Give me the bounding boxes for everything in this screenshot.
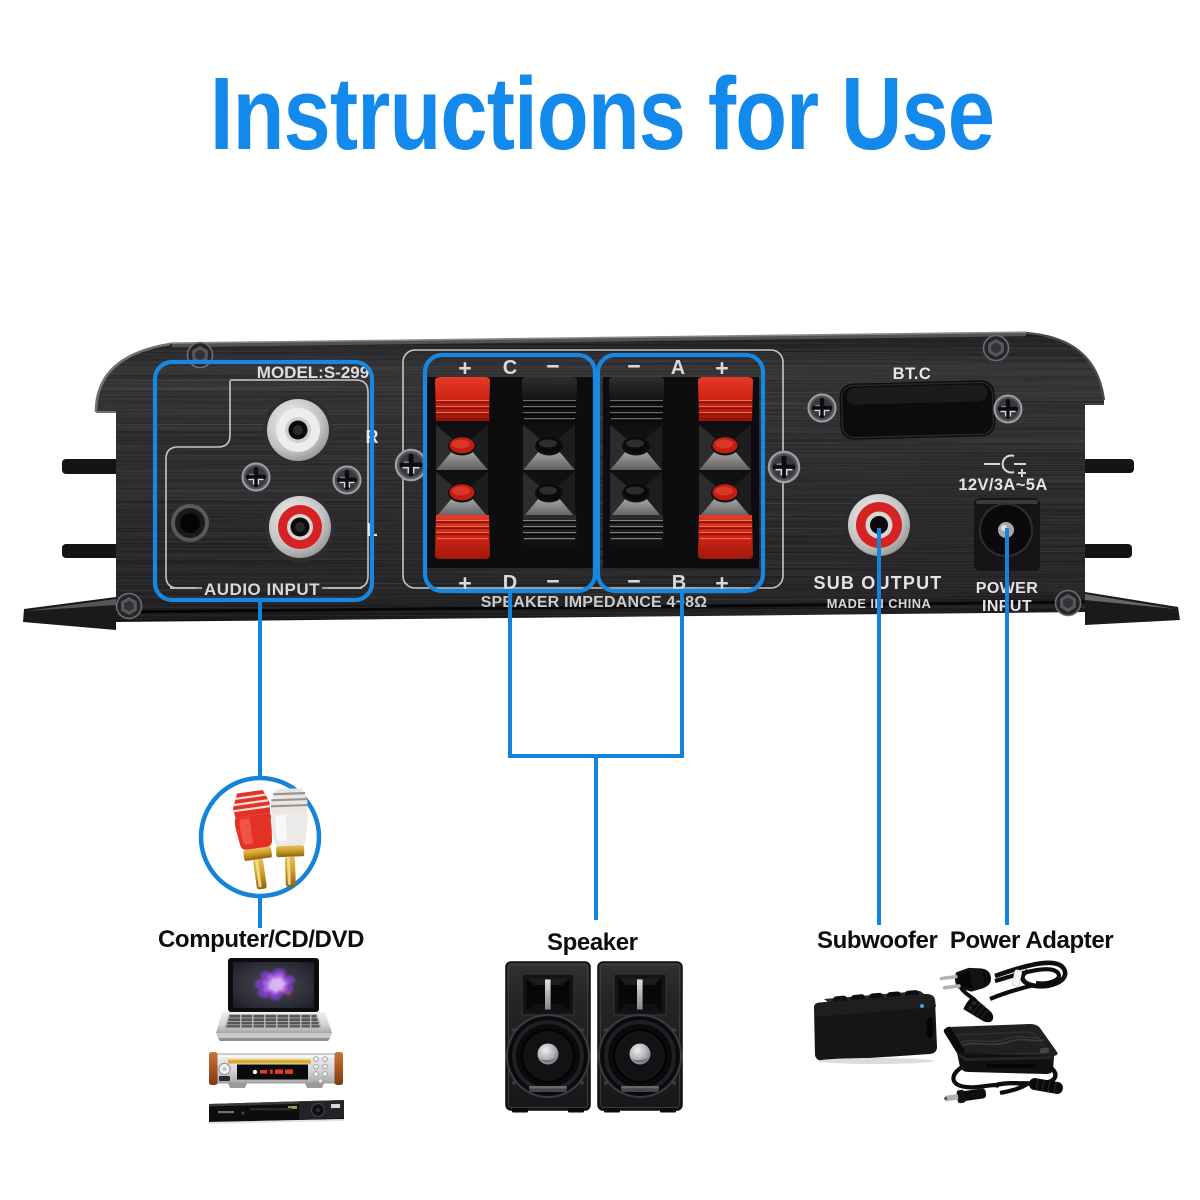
svg-text:+: + <box>715 355 728 381</box>
svg-text:MODEL:S-299: MODEL:S-299 <box>257 363 369 382</box>
svg-text:+: + <box>458 355 471 381</box>
svg-text:−: − <box>627 353 640 379</box>
svg-text:C: C <box>503 357 517 379</box>
svg-text:−: − <box>546 353 559 379</box>
svg-text:12V/3A~5A: 12V/3A~5A <box>958 476 1047 494</box>
svg-text:A: A <box>671 357 685 379</box>
svg-text:B: B <box>672 572 686 594</box>
svg-text:AUDIO INPUT: AUDIO INPUT <box>204 580 320 599</box>
svg-text:−: − <box>546 568 559 594</box>
svg-text:SPEAKER IMPEDANCE 4~8Ω: SPEAKER IMPEDANCE 4~8Ω <box>481 594 708 611</box>
svg-text:BT.C: BT.C <box>893 365 932 383</box>
svg-text:−: − <box>627 568 640 594</box>
svg-text:D: D <box>503 572 517 594</box>
